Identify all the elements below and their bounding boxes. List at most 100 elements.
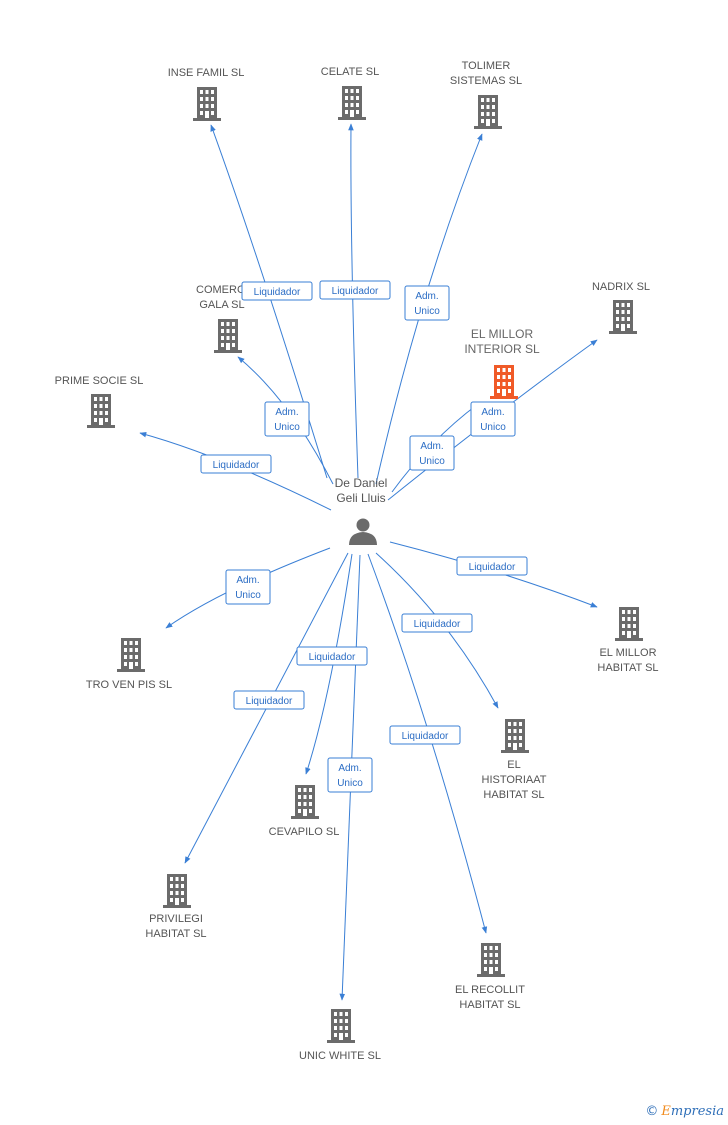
relation-text: Adm. <box>338 763 361 774</box>
person-icon <box>349 518 377 545</box>
company-node-nadrix[interactable]: NADRIX SL <box>592 281 650 334</box>
company-name-line: HABITAT SL <box>459 999 520 1011</box>
company-node-celate[interactable]: CELATE SL <box>321 66 380 120</box>
company-name-line: EL <box>507 759 520 771</box>
relation-text: Adm. <box>236 575 259 586</box>
company-name-line: COMERCI <box>196 284 248 296</box>
company-node-cevapilo[interactable]: CEVAPILO SL <box>269 785 340 838</box>
company-name-line: TOLIMER <box>462 60 511 72</box>
relation-text: Unico <box>480 422 506 433</box>
relation-label-privilegi-habitat[interactable]: Liquidador <box>233 690 305 710</box>
empresia-logo[interactable]: ©Empresia <box>645 1104 724 1119</box>
company-name-line: SISTEMAS SL <box>450 75 522 87</box>
relation-label-tro-ven-pis[interactable]: Adm. Unico <box>225 569 271 605</box>
brand-initial: E <box>661 1104 671 1119</box>
relation-box <box>409 435 455 471</box>
company-name-line: EL RECOLLIT <box>455 984 525 996</box>
company-name-line: TRO VEN PIS SL <box>86 679 172 691</box>
company-node-inse-famil[interactable]: INSE FAMIL SL <box>168 67 245 121</box>
relation-box <box>404 285 450 321</box>
building-icon <box>214 319 242 353</box>
relation-box <box>200 454 272 474</box>
company-name-line: HABITAT SL <box>145 928 206 940</box>
company-name-line: NADRIX SL <box>592 281 650 293</box>
building-icon <box>327 1009 355 1043</box>
relation-text: Adm. <box>481 407 504 418</box>
company-node-el-recollit-habitat[interactable]: EL RECOLLIT HABITAT SL <box>455 943 525 1011</box>
company-node-tolimer-sistemas[interactable]: TOLIMER SISTEMAS SL <box>450 60 522 129</box>
company-name-line: EL MILLOR <box>599 647 656 659</box>
relation-label-comerci-gala[interactable]: Adm.Unico <box>264 401 310 437</box>
relation-label-cevapilo[interactable]: Liquidador <box>296 646 368 666</box>
relation-box <box>225 569 271 605</box>
relation-box <box>319 280 391 300</box>
relation-text: Unico <box>414 306 440 317</box>
relation-text: Adm. <box>420 441 443 452</box>
company-name-line: GALA SL <box>199 299 244 311</box>
brand-name: mpresia <box>670 1104 724 1119</box>
relation-text: Liquidador <box>213 460 260 471</box>
company-name-line: PRIME SOCIE SL <box>55 375 144 387</box>
relation-label-el-millor-interior[interactable]: Adm. Unico <box>470 401 516 437</box>
company-name-line: HABITAT SL <box>483 789 544 801</box>
person-name-line: De Daniel <box>335 476 388 490</box>
company-node-unic-white[interactable]: UNIC WHITE SL <box>299 1009 381 1062</box>
edges-layer <box>139 123 598 1001</box>
company-node-tro-ven-pis[interactable]: TRO VEN PIS SL <box>86 638 172 691</box>
building-icon <box>163 874 191 908</box>
relation-box <box>470 401 516 437</box>
relation-label-unic-white[interactable]: Adm. Unico <box>327 757 373 793</box>
building-icon <box>477 943 505 977</box>
company-name-line: UNIC WHITE SL <box>299 1050 381 1062</box>
company-name-line: HISTORIAAT <box>482 774 547 786</box>
company-name-line: INSE FAMIL SL <box>168 67 245 79</box>
company-name-line: CELATE SL <box>321 66 380 78</box>
relation-box <box>264 401 310 437</box>
relation-text: Unico <box>274 422 300 433</box>
relation-label-celate[interactable]: Liquidador <box>319 280 391 300</box>
relation-box <box>456 556 528 576</box>
building-icon <box>501 719 529 753</box>
relation-label-tolimer-sistemas[interactable]: Adm. Unico <box>404 285 450 321</box>
relation-label-inse-famil[interactable]: Liquidador <box>241 281 313 301</box>
relation-label-prime-socie[interactable]: Liquidador <box>200 454 272 474</box>
building-icon <box>615 607 643 641</box>
building-icon <box>490 365 518 399</box>
relation-text: Unico <box>235 590 261 601</box>
relation-text: Liquidador <box>332 286 379 297</box>
relation-text: Liquidador <box>402 731 449 742</box>
relation-text: Unico <box>337 778 363 789</box>
relation-box <box>241 281 313 301</box>
relation-text: Liquidador <box>254 287 301 298</box>
building-icon <box>474 95 502 129</box>
relation-box <box>327 757 373 793</box>
building-icon <box>193 87 221 121</box>
relation-box <box>389 725 461 745</box>
relation-text: Liquidador <box>414 619 461 630</box>
relation-box <box>233 690 305 710</box>
edge-to-celate <box>348 123 359 479</box>
building-icon <box>291 785 319 819</box>
edge-to-privilegi-habitat <box>184 552 349 864</box>
building-icon <box>338 86 366 120</box>
relation-label-el-millor-habitat[interactable]: Liquidador <box>456 556 528 576</box>
relation-label-nadrix[interactable]: Adm.Unico <box>409 435 455 471</box>
company-node-comerci-gala[interactable]: COMERCI GALA SL <box>196 284 248 353</box>
relation-box <box>401 613 473 633</box>
building-icon <box>609 300 637 334</box>
company-node-el-historiaat-habitat[interactable]: EL HISTORIAAT HABITAT SL <box>482 719 547 801</box>
company-name-line: EL MILLOR <box>471 327 534 341</box>
building-icon <box>117 638 145 672</box>
company-name-line: INTERIOR SL <box>464 342 540 356</box>
relation-text: Adm. <box>415 291 438 302</box>
company-node-prime-socie[interactable]: PRIME SOCIE SL <box>55 375 144 428</box>
company-name-line: CEVAPILO SL <box>269 826 340 838</box>
relation-label-el-recollit-habitat[interactable]: Liquidador <box>389 725 461 745</box>
relation-label-el-historiaat-habitat[interactable]: Liquidador <box>401 613 473 633</box>
relation-text: Liquidador <box>246 696 293 707</box>
